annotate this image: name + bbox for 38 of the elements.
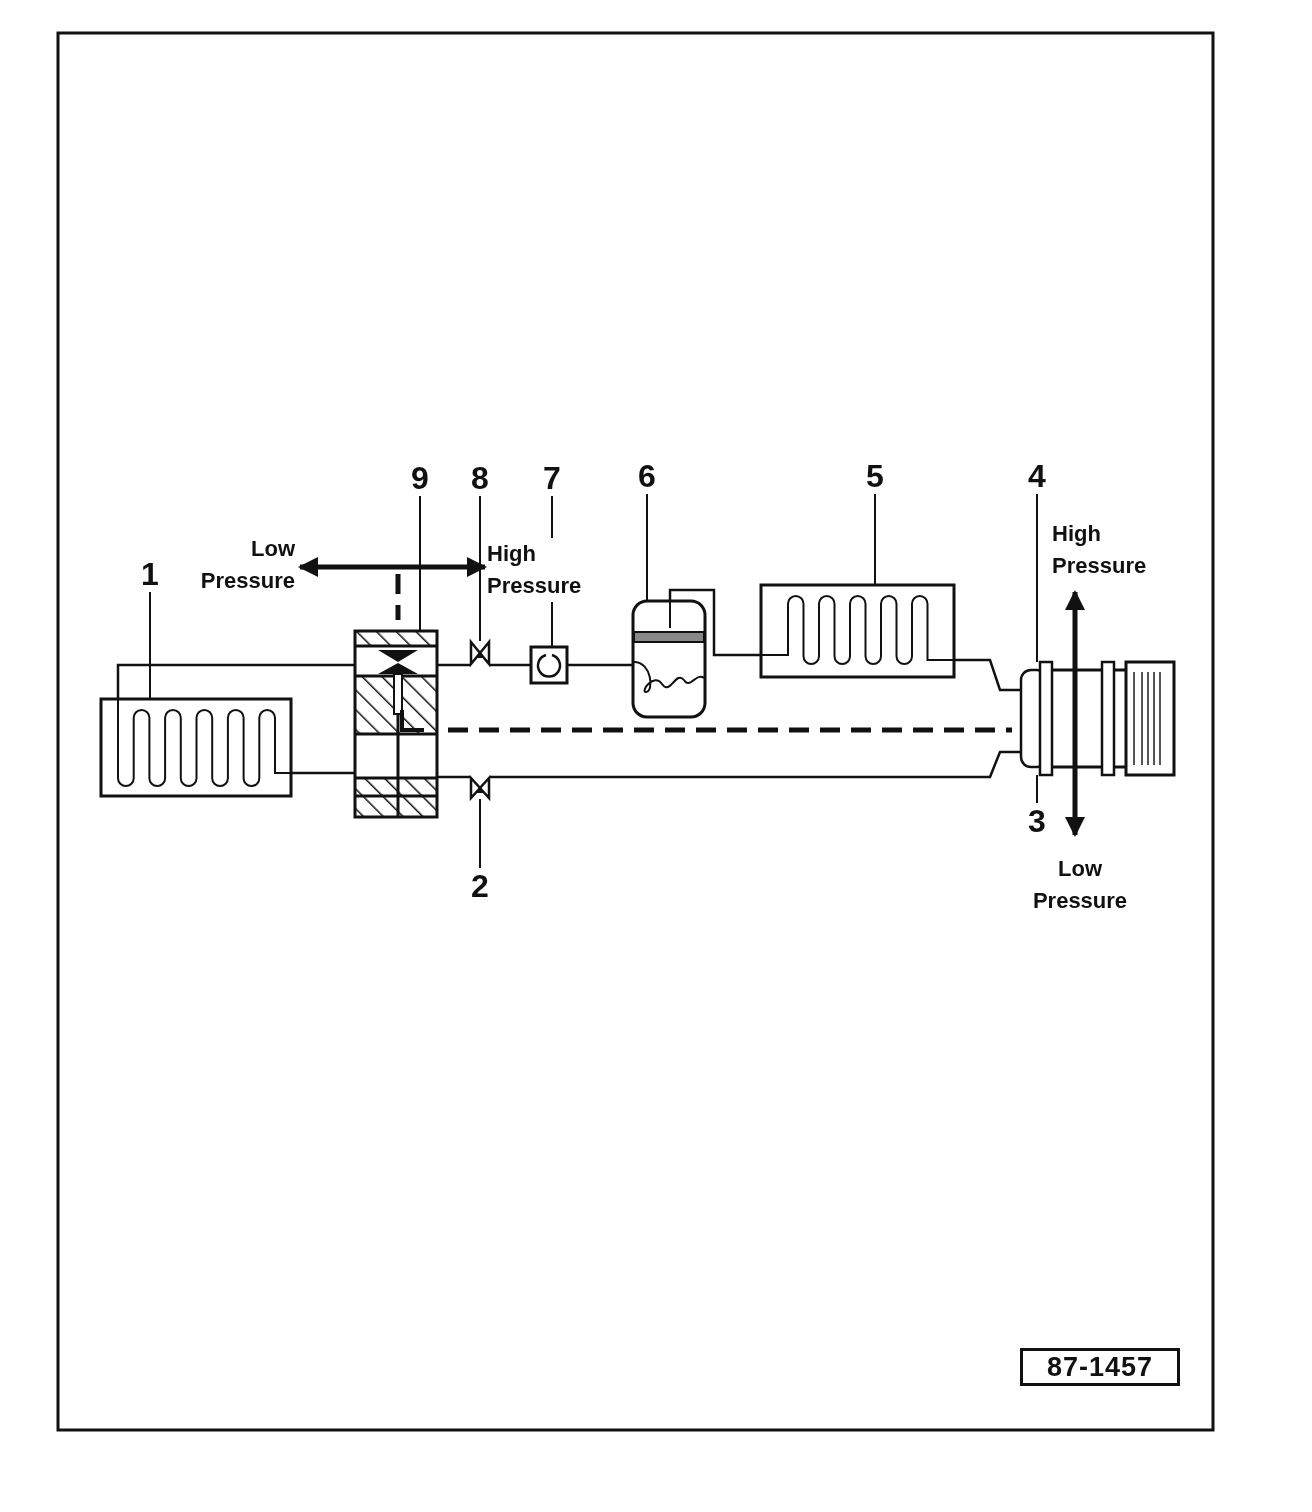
refrigerant-line: [292, 771, 354, 775]
refrigerant-line: [668, 588, 760, 657]
callout-number: 1: [135, 556, 165, 592]
callout-number: 5: [860, 458, 890, 494]
pressure-switch: [530, 646, 568, 684]
refrigerant-line: [568, 663, 632, 667]
pressure-label: Low Pressure: [199, 535, 295, 595]
callout-number: 8: [465, 460, 495, 496]
refrigerant-line: [116, 663, 354, 698]
pressure-label: Low Pressure: [1031, 855, 1129, 915]
receiver-drier: [632, 600, 706, 718]
refrigerant-line: [955, 658, 1020, 692]
pressure-label: High Pressure: [1052, 520, 1148, 580]
expansion-valve: [354, 630, 438, 818]
callout-number: 6: [632, 458, 662, 494]
callout-number: 4: [1022, 458, 1052, 494]
leader-line: [874, 493, 876, 585]
callout-number: 9: [405, 460, 435, 496]
leader-line: [1036, 774, 1038, 804]
callout-number: 3: [1022, 803, 1052, 839]
figure-number: 87-1457: [1020, 1348, 1180, 1386]
leader-line: [479, 495, 481, 642]
refrigerant-line: [490, 663, 530, 667]
condenser-coil: [760, 584, 955, 678]
refrigerant-line: [490, 750, 1020, 779]
callout-number: 2: [465, 868, 495, 904]
leader-line: [646, 493, 648, 601]
evaporator-coil: [100, 698, 292, 797]
compressor-drawing: [1020, 662, 1175, 775]
refrigerant-line: [438, 663, 470, 667]
leader-line: [149, 591, 151, 699]
leader-line: [1036, 493, 1038, 663]
leader-line: [419, 495, 421, 631]
service-valve: [470, 777, 490, 799]
leader-line: [479, 798, 481, 869]
service-valve: [470, 641, 490, 665]
callout-number: 7: [537, 460, 567, 496]
refrigerant-line: [438, 775, 470, 779]
